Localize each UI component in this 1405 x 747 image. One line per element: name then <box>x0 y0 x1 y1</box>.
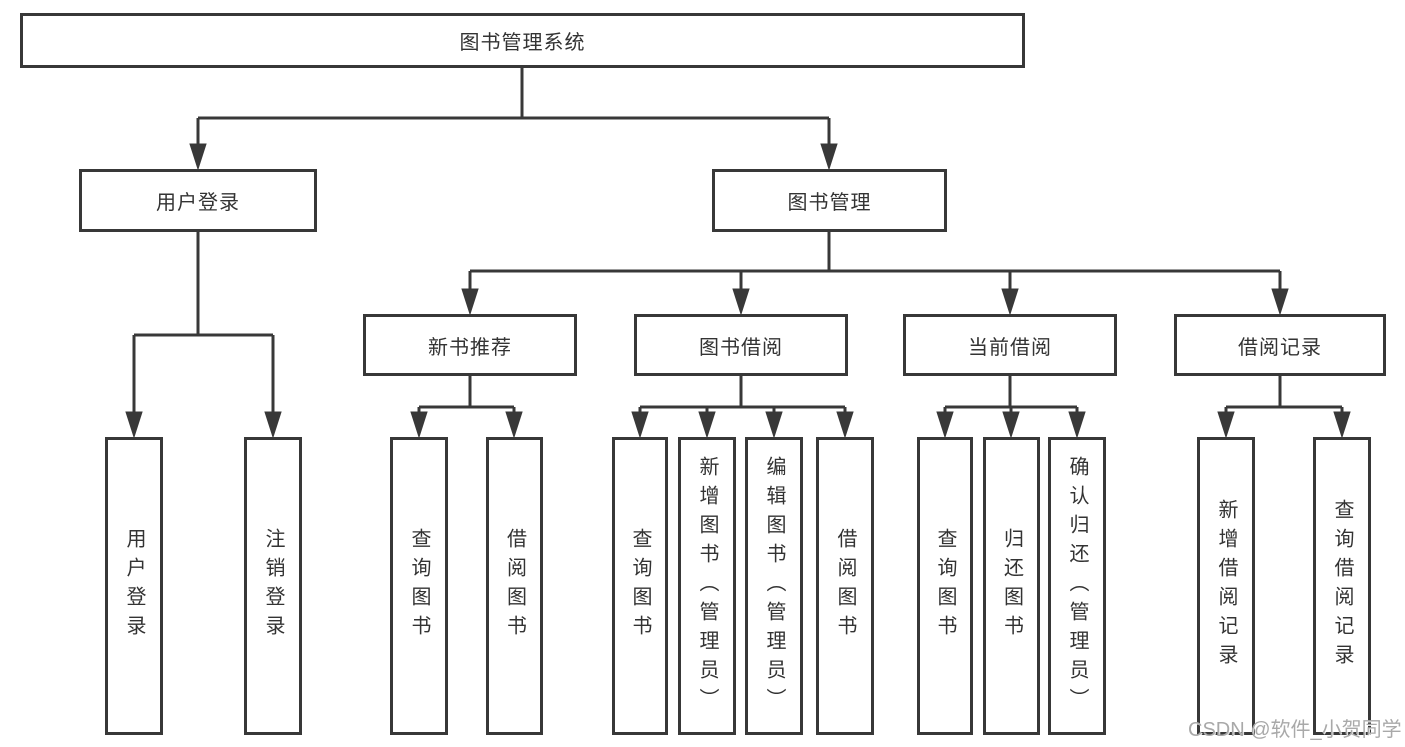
node-label: 图书借阅 <box>699 336 783 359</box>
leaf-query-books-current: 查询图书 <box>917 437 973 735</box>
leaf-label: 查询借阅记录 <box>1331 499 1353 673</box>
connector-book-borrow-to-leaves <box>631 376 854 439</box>
leaf-label: 归还图书 <box>1000 528 1023 644</box>
leaf-label: 注销登录 <box>262 528 284 644</box>
node-label: 借阅记录 <box>1238 336 1322 359</box>
node-book-management: 图书管理 <box>712 169 947 232</box>
leaf-label: 借阅图书 <box>834 528 856 644</box>
leaf-label: 新增借阅记录 <box>1215 499 1237 673</box>
connector-user-login-to-leaves <box>125 232 282 439</box>
leaf-label: 查询图书 <box>629 528 651 644</box>
connector-current-borrow-to-leaves <box>936 376 1086 439</box>
node-book-borrow: 图书借阅 <box>634 314 848 376</box>
node-label: 当前借阅 <box>968 336 1052 359</box>
leaf-borrow-books-recommend: 借阅图书 <box>486 437 543 735</box>
node-library-management-system: 图书管理系统 <box>20 13 1025 68</box>
leaf-borrow-books: 借阅图书 <box>816 437 874 735</box>
leaf-label: 编辑图书（管理员） <box>763 455 785 717</box>
leaf-logout: 注销登录 <box>244 437 302 735</box>
leaf-user-login: 用户登录 <box>105 437 163 735</box>
leaf-query-books-borrow: 查询图书 <box>612 437 668 735</box>
connector-new-book-recommend-to-leaves <box>410 376 523 439</box>
node-label: 图书管理系统 <box>459 32 586 54</box>
leaf-return-books: 归还图书 <box>983 437 1040 735</box>
node-label: 图书管理 <box>787 192 872 214</box>
csdn-watermark: CSDN @软件_小贺同学 <box>1188 719 1402 741</box>
leaf-label: 用户登录 <box>123 528 145 644</box>
node-user-login: 用户登录 <box>79 169 317 232</box>
leaf-label: 确认归还（管理员） <box>1066 455 1088 717</box>
node-new-book-recommend: 新书推荐 <box>363 314 577 376</box>
leaf-edit-books-admin: 编辑图书（管理员） <box>745 437 803 735</box>
connector-book-management-to-level3 <box>461 232 1289 316</box>
node-label: 用户登录 <box>156 192 240 214</box>
connector-borrow-records-to-leaves <box>1217 376 1351 439</box>
leaf-add-books-admin: 新增图书（管理员） <box>678 437 736 735</box>
leaf-label: 新增图书（管理员） <box>696 455 718 717</box>
leaf-query-books-recommend: 查询图书 <box>390 437 448 735</box>
leaf-label: 查询图书 <box>408 528 430 644</box>
connector-root-to-level2 <box>189 68 838 171</box>
node-borrow-records: 借阅记录 <box>1174 314 1386 376</box>
leaf-confirm-return-admin: 确认归还（管理员） <box>1048 437 1106 735</box>
leaf-label: 借阅图书 <box>503 528 526 644</box>
leaf-label: 查询图书 <box>934 528 956 644</box>
leaf-add-borrow-record: 新增借阅记录 <box>1197 437 1255 735</box>
node-current-borrow: 当前借阅 <box>903 314 1117 376</box>
leaf-query-borrow-record: 查询借阅记录 <box>1313 437 1371 735</box>
node-label: 新书推荐 <box>428 336 512 359</box>
